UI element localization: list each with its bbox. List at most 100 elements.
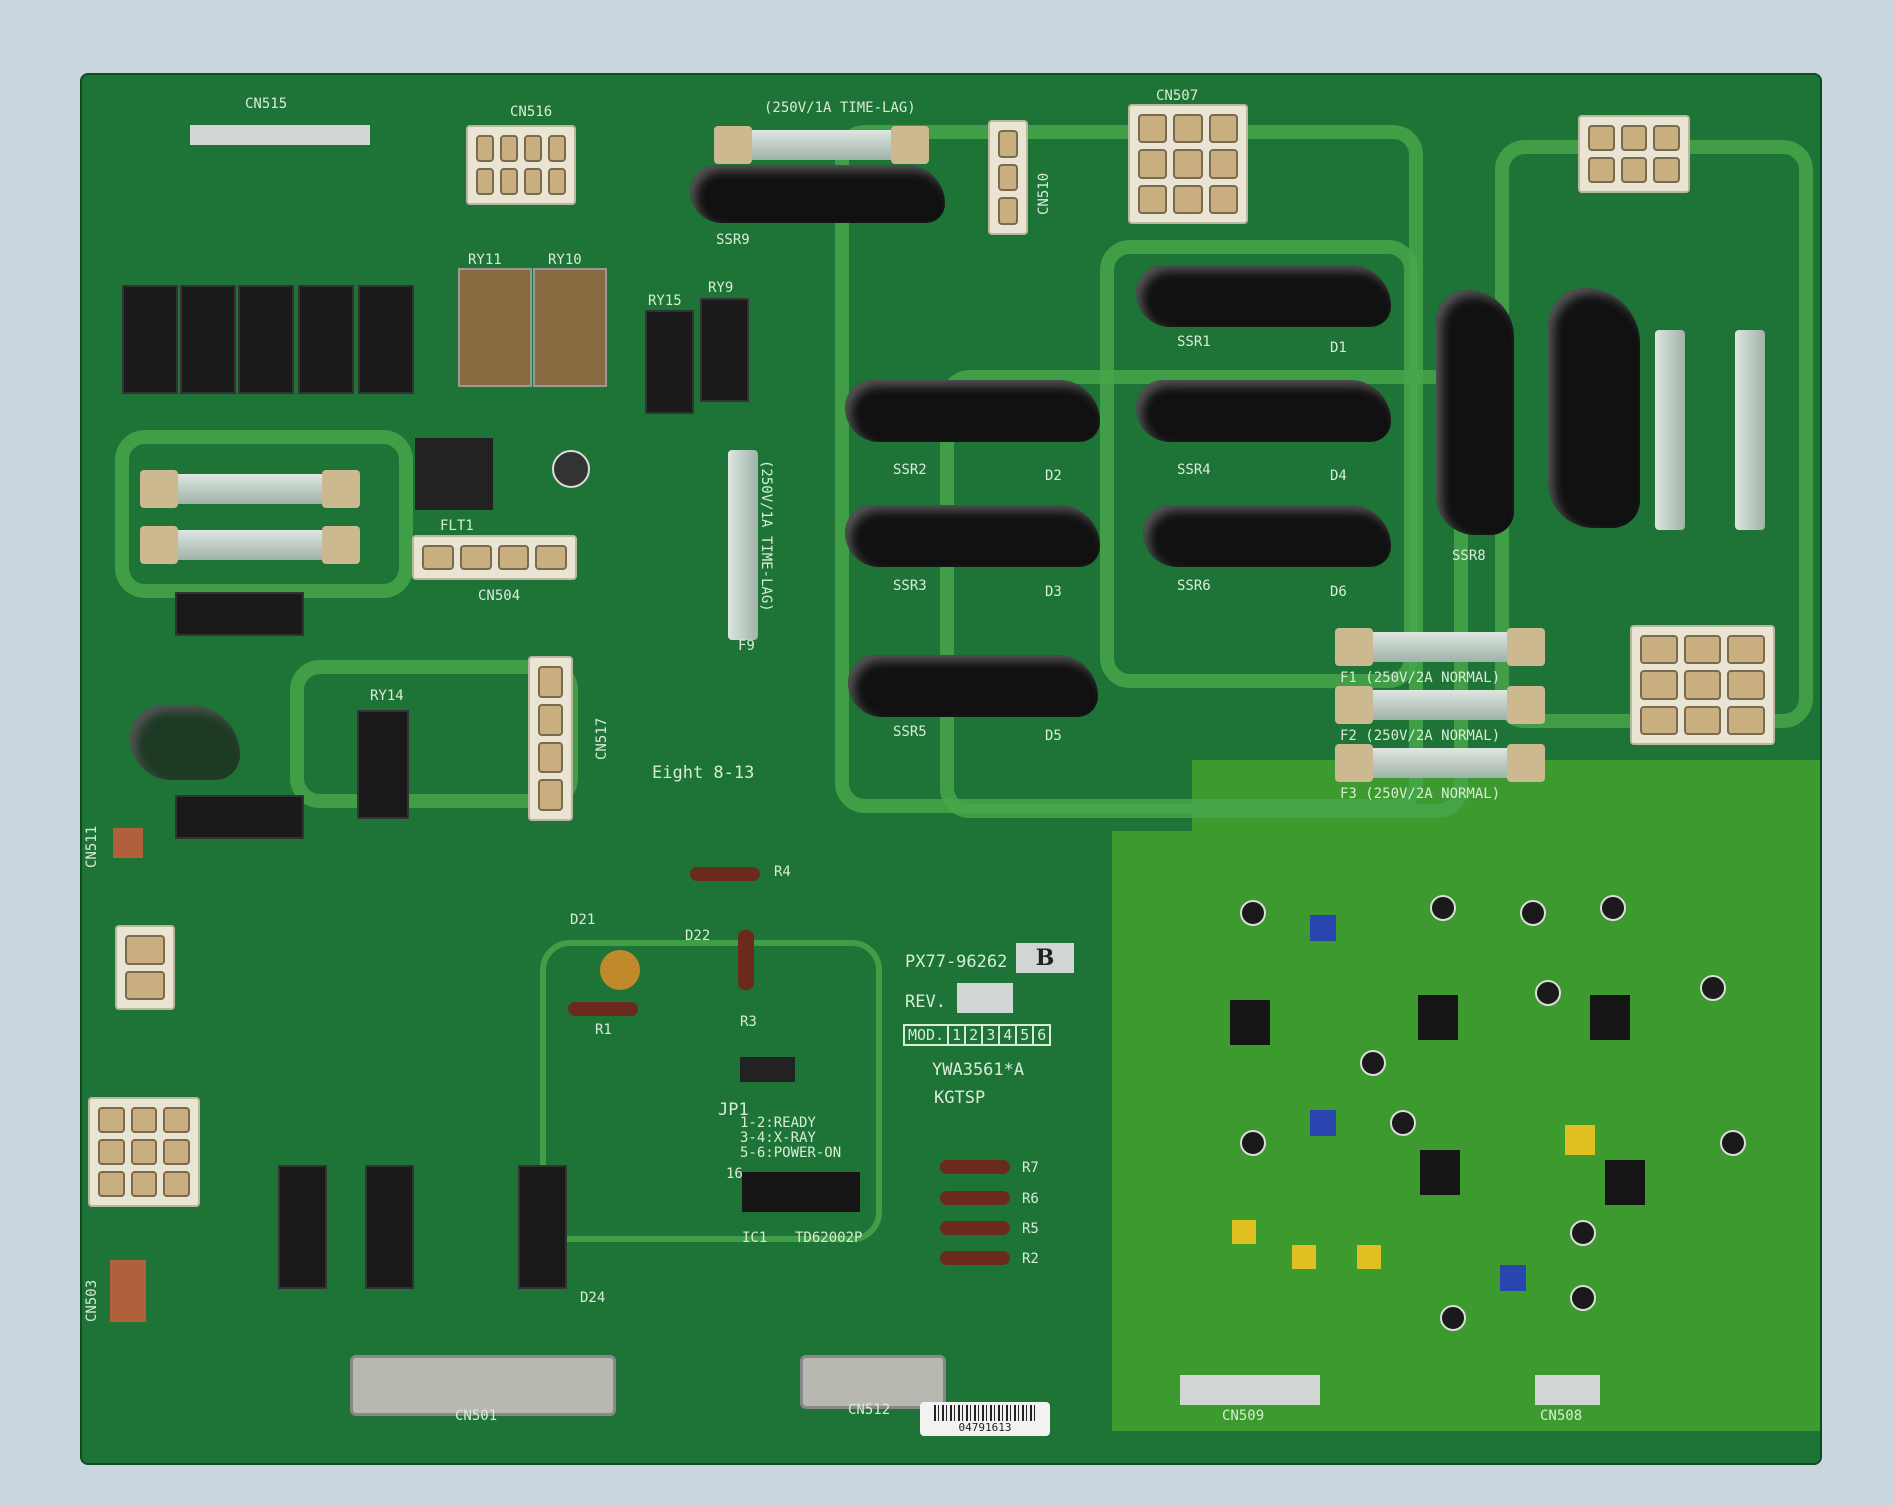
fuse (1735, 330, 1765, 530)
mod-row: MOD. 1 2 3 4 5 6 (903, 1024, 1052, 1046)
resistor-r2 (940, 1251, 1010, 1265)
d22-label: D22 (685, 928, 711, 944)
connector-left-lower (88, 1097, 200, 1207)
ic1-pin16: 16 (726, 1166, 743, 1182)
connector-cn503 (110, 1260, 146, 1322)
fuse-f9 (728, 450, 758, 640)
connector-cn508 (1535, 1375, 1600, 1405)
relay (298, 285, 354, 394)
ssr1 (1136, 265, 1391, 327)
connector-cn510 (988, 120, 1028, 235)
filter-flt1 (415, 438, 493, 510)
trace (1100, 240, 1418, 688)
jp1-line1: 1-2:READY (740, 1115, 816, 1131)
cn508-label: CN508 (1540, 1408, 1583, 1424)
capacitor (1700, 975, 1726, 1001)
ssr5-label: SSR5 (893, 724, 927, 740)
resistor-r6 (940, 1191, 1010, 1205)
barcode-label: 04791613 (920, 1402, 1050, 1436)
d1-label: D1 (1330, 340, 1347, 356)
op-amp (1605, 1160, 1645, 1205)
relay-ry14 (357, 710, 409, 819)
cn503-label: CN503 (84, 1279, 100, 1322)
ry10-label: RY10 (548, 252, 582, 268)
op-amp (1418, 995, 1458, 1040)
trimmer-pot (1310, 915, 1336, 941)
mod-num: 1 (949, 1026, 967, 1044)
connector-cn507 (1128, 104, 1248, 224)
op-amp (1590, 995, 1630, 1040)
relay-ry9 (700, 298, 749, 402)
resistor-r4 (690, 867, 760, 881)
cn517-label: CN517 (594, 717, 610, 760)
capacitor (1535, 980, 1561, 1006)
connector-cn515 (190, 125, 370, 145)
mod-num: 4 (1000, 1026, 1018, 1044)
mod-label: MOD. (905, 1026, 950, 1044)
relay-omron (175, 795, 304, 839)
relay (238, 285, 294, 394)
capacitor (1570, 1220, 1596, 1246)
ic1-part: TD62002P (795, 1230, 863, 1246)
capacitor (1240, 1130, 1266, 1156)
rev-label: REV. (905, 992, 946, 1012)
r6-label: R6 (1022, 1191, 1039, 1207)
ssr6 (1143, 505, 1391, 567)
r5-label: R5 (1022, 1221, 1039, 1237)
fuse-f3 (1335, 744, 1545, 782)
fuse-f3-label: F3 (250V/2A NORMAL) (1340, 786, 1501, 802)
connector-cn511 (113, 828, 143, 858)
fuse (1655, 330, 1685, 530)
ic1-chip (742, 1172, 860, 1212)
cn501-label: CN501 (455, 1408, 498, 1424)
capacitor (1360, 1050, 1386, 1076)
ssr4 (1136, 380, 1391, 442)
connector-cn509 (1180, 1375, 1320, 1405)
cn510-label: CN510 (1036, 172, 1052, 215)
mod-num: 3 (983, 1026, 1001, 1044)
part-rev-box: B (1016, 943, 1074, 973)
jp1-label: JP1 (718, 1100, 749, 1120)
capacitor-yellow (1357, 1245, 1381, 1269)
barcode-bars (934, 1405, 1036, 1421)
capacitor (1720, 1130, 1746, 1156)
cn512-label: CN512 (848, 1402, 891, 1418)
fuse (140, 526, 360, 564)
trimmer-pot (1310, 1110, 1336, 1136)
resistor-r3 (738, 930, 754, 990)
fuse-f9-label: (250V/1A TIME-LAG) (758, 460, 774, 612)
ssr7 (1548, 288, 1640, 528)
capacitor (1520, 900, 1546, 926)
analog-section (1112, 831, 1820, 1431)
jumper-jp1 (740, 1057, 795, 1082)
fuse-top (714, 126, 929, 164)
varistor (130, 705, 240, 780)
ssr8-label: SSR8 (1452, 548, 1486, 564)
d5-label: D5 (1045, 728, 1062, 744)
capacitor (1570, 1285, 1596, 1311)
relay (365, 1165, 414, 1289)
fuse (140, 470, 360, 508)
resistor-r1 (568, 1002, 638, 1016)
eight-marking: Eight 8-13 (652, 763, 755, 783)
op-amp (1420, 1150, 1460, 1195)
relay (358, 285, 414, 394)
connector-cn516 (466, 125, 576, 205)
capacitor-yellow (1232, 1220, 1256, 1244)
r3-label: R3 (740, 1014, 757, 1030)
connector-cn517 (528, 656, 573, 821)
capacitor (1240, 900, 1266, 926)
fuse-f1 (1335, 628, 1545, 666)
op-amp (1230, 1000, 1270, 1045)
relay (518, 1165, 567, 1289)
relay-ry10 (533, 268, 607, 387)
capacitor (552, 450, 590, 488)
capacitor-yellow (1292, 1245, 1316, 1269)
ry11-label: RY11 (468, 252, 502, 268)
ssr1-label: SSR1 (1177, 334, 1211, 350)
jp1-line2: 3-4:X-RAY (740, 1130, 816, 1146)
ry14-label: RY14 (370, 688, 404, 704)
code-label: YWA3561*A (932, 1060, 1025, 1080)
capacitor-yellow (1565, 1125, 1595, 1155)
ssr3-label: SSR3 (893, 578, 927, 594)
